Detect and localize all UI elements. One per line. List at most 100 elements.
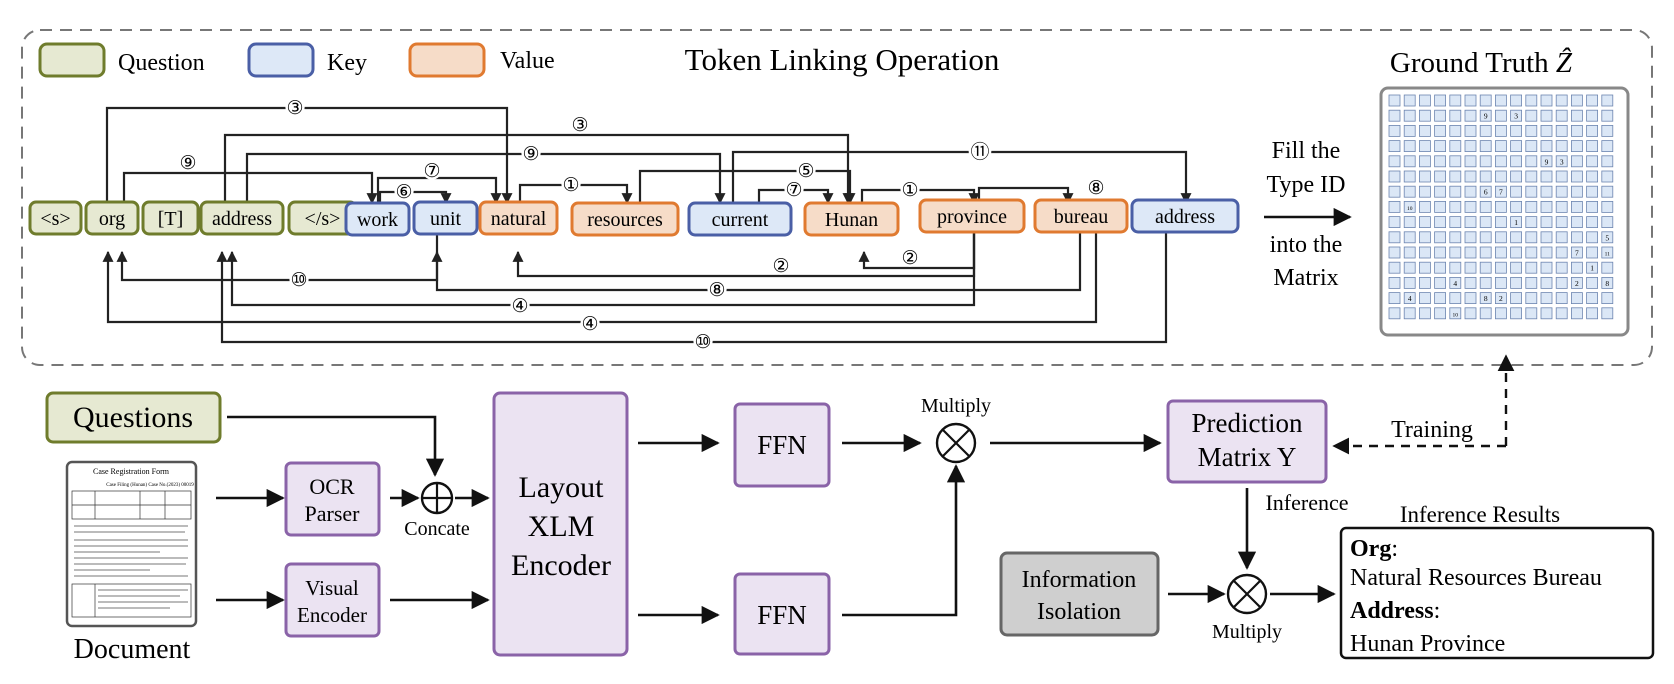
matrix-cell xyxy=(1601,185,1614,198)
matrix-cell xyxy=(1388,155,1401,168)
matrix-cell xyxy=(1388,140,1401,153)
matrix-cell xyxy=(1525,170,1538,183)
link-wire xyxy=(731,150,1192,219)
matrix-cell xyxy=(1434,200,1446,213)
legend-key-label: Key xyxy=(327,50,367,76)
matrix-cell xyxy=(1479,125,1492,137)
matrix-cell xyxy=(1571,125,1583,137)
matrix-type-id: 7 xyxy=(1575,249,1579,258)
matrix-cell xyxy=(1525,125,1538,137)
matrix-cell xyxy=(1388,246,1401,259)
matrix-cell xyxy=(1449,216,1462,229)
link-label: ① xyxy=(562,175,579,196)
matrix-cell xyxy=(1571,292,1583,305)
matrix-cell xyxy=(1571,200,1583,213)
matrix-cell xyxy=(1555,307,1568,320)
matrix-cell xyxy=(1419,246,1431,259)
matrix-cell xyxy=(1403,246,1416,259)
matrix-cell xyxy=(1571,216,1583,229)
token-label: Hunan xyxy=(825,209,878,231)
matrix-cell xyxy=(1434,231,1446,244)
matrix-cell xyxy=(1510,94,1522,107)
matrix-type-id: 3 xyxy=(1514,112,1518,121)
matrix-cell xyxy=(1449,292,1462,305)
token: resources xyxy=(570,201,680,237)
matrix-cell xyxy=(1434,185,1446,198)
matrix-cell xyxy=(1586,261,1598,274)
matrix-cell xyxy=(1510,155,1522,168)
link-label: ③ xyxy=(571,115,588,136)
matrix-cell xyxy=(1403,200,1416,213)
matrix-cell xyxy=(1479,292,1492,305)
token: address xyxy=(199,200,285,236)
matrix-cell xyxy=(1464,216,1477,229)
matrix-cell xyxy=(1510,276,1522,289)
training-label: Training xyxy=(1391,417,1473,443)
link-label: ⑩ xyxy=(694,332,711,353)
token-label: address xyxy=(1155,206,1215,228)
token: org xyxy=(84,200,140,236)
matrix-cell xyxy=(1601,261,1614,274)
matrix-cell xyxy=(1464,155,1477,168)
matrix-cell xyxy=(1540,185,1553,198)
matrix-cell xyxy=(1388,307,1401,320)
matrix-cell xyxy=(1434,94,1446,107)
matrix-cell xyxy=(1540,140,1553,153)
multiply-2-label: Multiply xyxy=(1212,621,1282,643)
matrix-cell xyxy=(1419,185,1431,198)
matrix-cell xyxy=(1479,261,1492,274)
token-linking-title: Token Linking Operation xyxy=(685,42,1000,77)
matrix-cell xyxy=(1495,200,1507,213)
matrix-cell xyxy=(1571,170,1583,183)
matrix-cell xyxy=(1540,109,1553,122)
link-label: ⑪ xyxy=(970,141,989,163)
matrix-cell xyxy=(1449,307,1462,320)
matrix-cell xyxy=(1419,94,1431,107)
matrix-cell xyxy=(1601,109,1614,122)
layout-xlm-encoder-box xyxy=(492,391,629,657)
matrix-cell xyxy=(1464,292,1477,305)
link-wire xyxy=(858,233,976,270)
token: bureau xyxy=(1033,198,1129,234)
result-address: Address: xyxy=(1350,598,1440,624)
matrix-cell xyxy=(1540,261,1553,274)
link-wire xyxy=(226,233,976,307)
link-label: ② xyxy=(772,256,789,277)
link-label: ① xyxy=(901,180,918,201)
matrix-cell xyxy=(1479,185,1492,198)
matrix-cell xyxy=(1510,185,1522,198)
matrix-cell xyxy=(1495,216,1507,229)
token: Hunan xyxy=(803,201,900,237)
matrix-cell xyxy=(1540,246,1553,259)
matrix-cell xyxy=(1434,170,1446,183)
matrix-cell xyxy=(1586,307,1598,320)
matrix-cell xyxy=(1525,94,1538,107)
prediction-line-2: Matrix Y xyxy=(1198,442,1297,472)
visual-encoder-box xyxy=(284,562,381,638)
token-label: work xyxy=(357,209,398,231)
matrix-cell xyxy=(1449,140,1462,153)
matrix-cell xyxy=(1555,140,1568,153)
matrix-cell xyxy=(1403,155,1416,168)
matrix-cell xyxy=(1434,216,1446,229)
visual-encoder-line-2: Encoder xyxy=(297,603,367,627)
matrix-cell xyxy=(1449,170,1462,183)
matrix-cell xyxy=(1434,292,1446,305)
ffn-1-label: FFN xyxy=(757,430,807,460)
matrix-cell xyxy=(1540,200,1553,213)
matrix-cell xyxy=(1571,307,1583,320)
token-label: resources xyxy=(587,209,663,231)
ffn-1-box xyxy=(733,402,831,488)
ground-truth-title: Ground Truth Ẑ xyxy=(1390,46,1573,79)
matrix-cell xyxy=(1479,231,1492,244)
matrix-cell xyxy=(1510,109,1522,122)
matrix-cell xyxy=(1449,231,1462,244)
matrix-type-id: 9 xyxy=(1484,112,1488,121)
link-label: ⑦ xyxy=(785,180,802,201)
matrix-cell xyxy=(1586,276,1598,289)
token-label: </s> xyxy=(305,208,341,230)
link-wire xyxy=(105,106,513,219)
matrix-cell xyxy=(1571,276,1583,289)
matrix-cell xyxy=(1419,170,1431,183)
